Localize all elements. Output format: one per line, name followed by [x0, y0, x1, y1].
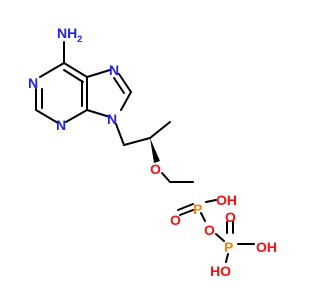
bond-obridge-p2 [215, 233, 225, 242]
bond-ch-o-wedge [150, 138, 160, 163]
bond-c5-c6-inner [63, 69, 84, 83]
bond-p1-oxo-a [177, 203, 194, 211]
p2-hydroxyl-right-label: OH [256, 239, 277, 255]
bond-ch-ch3 [149, 121, 171, 139]
n9-label: N [107, 111, 117, 127]
p2-oxo-oxygen-label: O [225, 209, 236, 225]
bond-n9-ch2 [115, 123, 125, 146]
bond-n7-c8-inner [113, 77, 125, 94]
p2-hydroxyl-bottom-label: HO [210, 263, 231, 279]
bond-p1-oxo-b [179, 209, 194, 216]
bond-o-ch2 [161, 172, 171, 183]
bond-n3-c4 [65, 109, 88, 123]
structure-diagram: NH2 N N N N O P O OH O P O OH HO [28, 25, 277, 279]
bond-p2-ho [225, 253, 229, 263]
phosphorus-2-label: P [224, 239, 233, 255]
n7-label: N [109, 62, 119, 78]
bond-p1-oh [205, 199, 217, 203]
molecule-svg: NH2 N N N N O P O OH O P O OH HO [28, 25, 277, 279]
bridge-oxygen-label: O [204, 222, 215, 238]
bond-c6-n1 [39, 62, 65, 78]
bond-c5-n7 [86, 69, 111, 78]
n1-label: N [28, 75, 38, 91]
p1-hydroxyl-label: OH [216, 192, 237, 208]
bond-ch2-ch [123, 137, 151, 146]
ether-oxygen-label: O [150, 161, 161, 177]
bond-c8-n9 [120, 91, 132, 111]
phosphorus-1-label: P [193, 201, 202, 217]
amine-label: NH2 [57, 25, 82, 44]
bond-c5-c6 [63, 62, 88, 78]
bond-n9-c4 [86, 109, 111, 118]
p1-oxo-oxygen-label: O [170, 212, 181, 228]
bond-c2-n3 [35, 109, 59, 124]
bond-p1-obridge [200, 212, 206, 222]
bond-n7-c8 [118, 73, 132, 93]
n3-label: N [56, 117, 66, 133]
